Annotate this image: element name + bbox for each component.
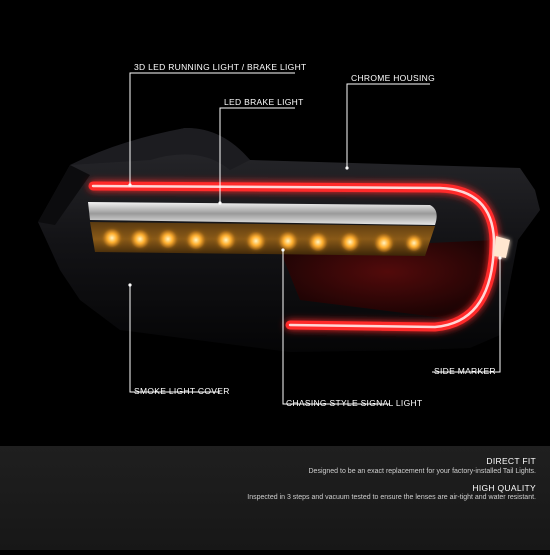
callout-lines — [129, 72, 501, 405]
feature-footer: DIRECT FIT Designed to be an exact repla… — [0, 446, 550, 550]
feature-desc-direct-fit: Designed to be an exact replacement for … — [308, 468, 537, 475]
chrome-housing-strip — [88, 202, 437, 225]
callout-dots — [128, 166, 502, 287]
label-smoke-light-cover: SMOKE LIGHT COVER — [134, 386, 230, 396]
label-led-brake-light: LED BRAKE LIGHT — [224, 97, 304, 107]
feature-desc-high-quality: Inspected in 3 steps and vacuum tested t… — [247, 494, 536, 501]
label-chrome-housing: CHROME HOUSING — [351, 73, 436, 83]
feature-title-direct-fit: DIRECT FIT — [486, 456, 536, 466]
label-side-marker: SIDE MARKER — [434, 366, 496, 376]
signal-led-row — [103, 229, 422, 252]
label-chasing-style-signal-light: CHASING STYLE SIGNAL LIGHT — [286, 398, 423, 408]
label-3d-led-running-brake-light: 3D LED RUNNING LIGHT / BRAKE LIGHT — [134, 62, 307, 72]
feature-title-high-quality: HIGH QUALITY — [472, 483, 536, 493]
side-marker-lens — [494, 236, 510, 258]
